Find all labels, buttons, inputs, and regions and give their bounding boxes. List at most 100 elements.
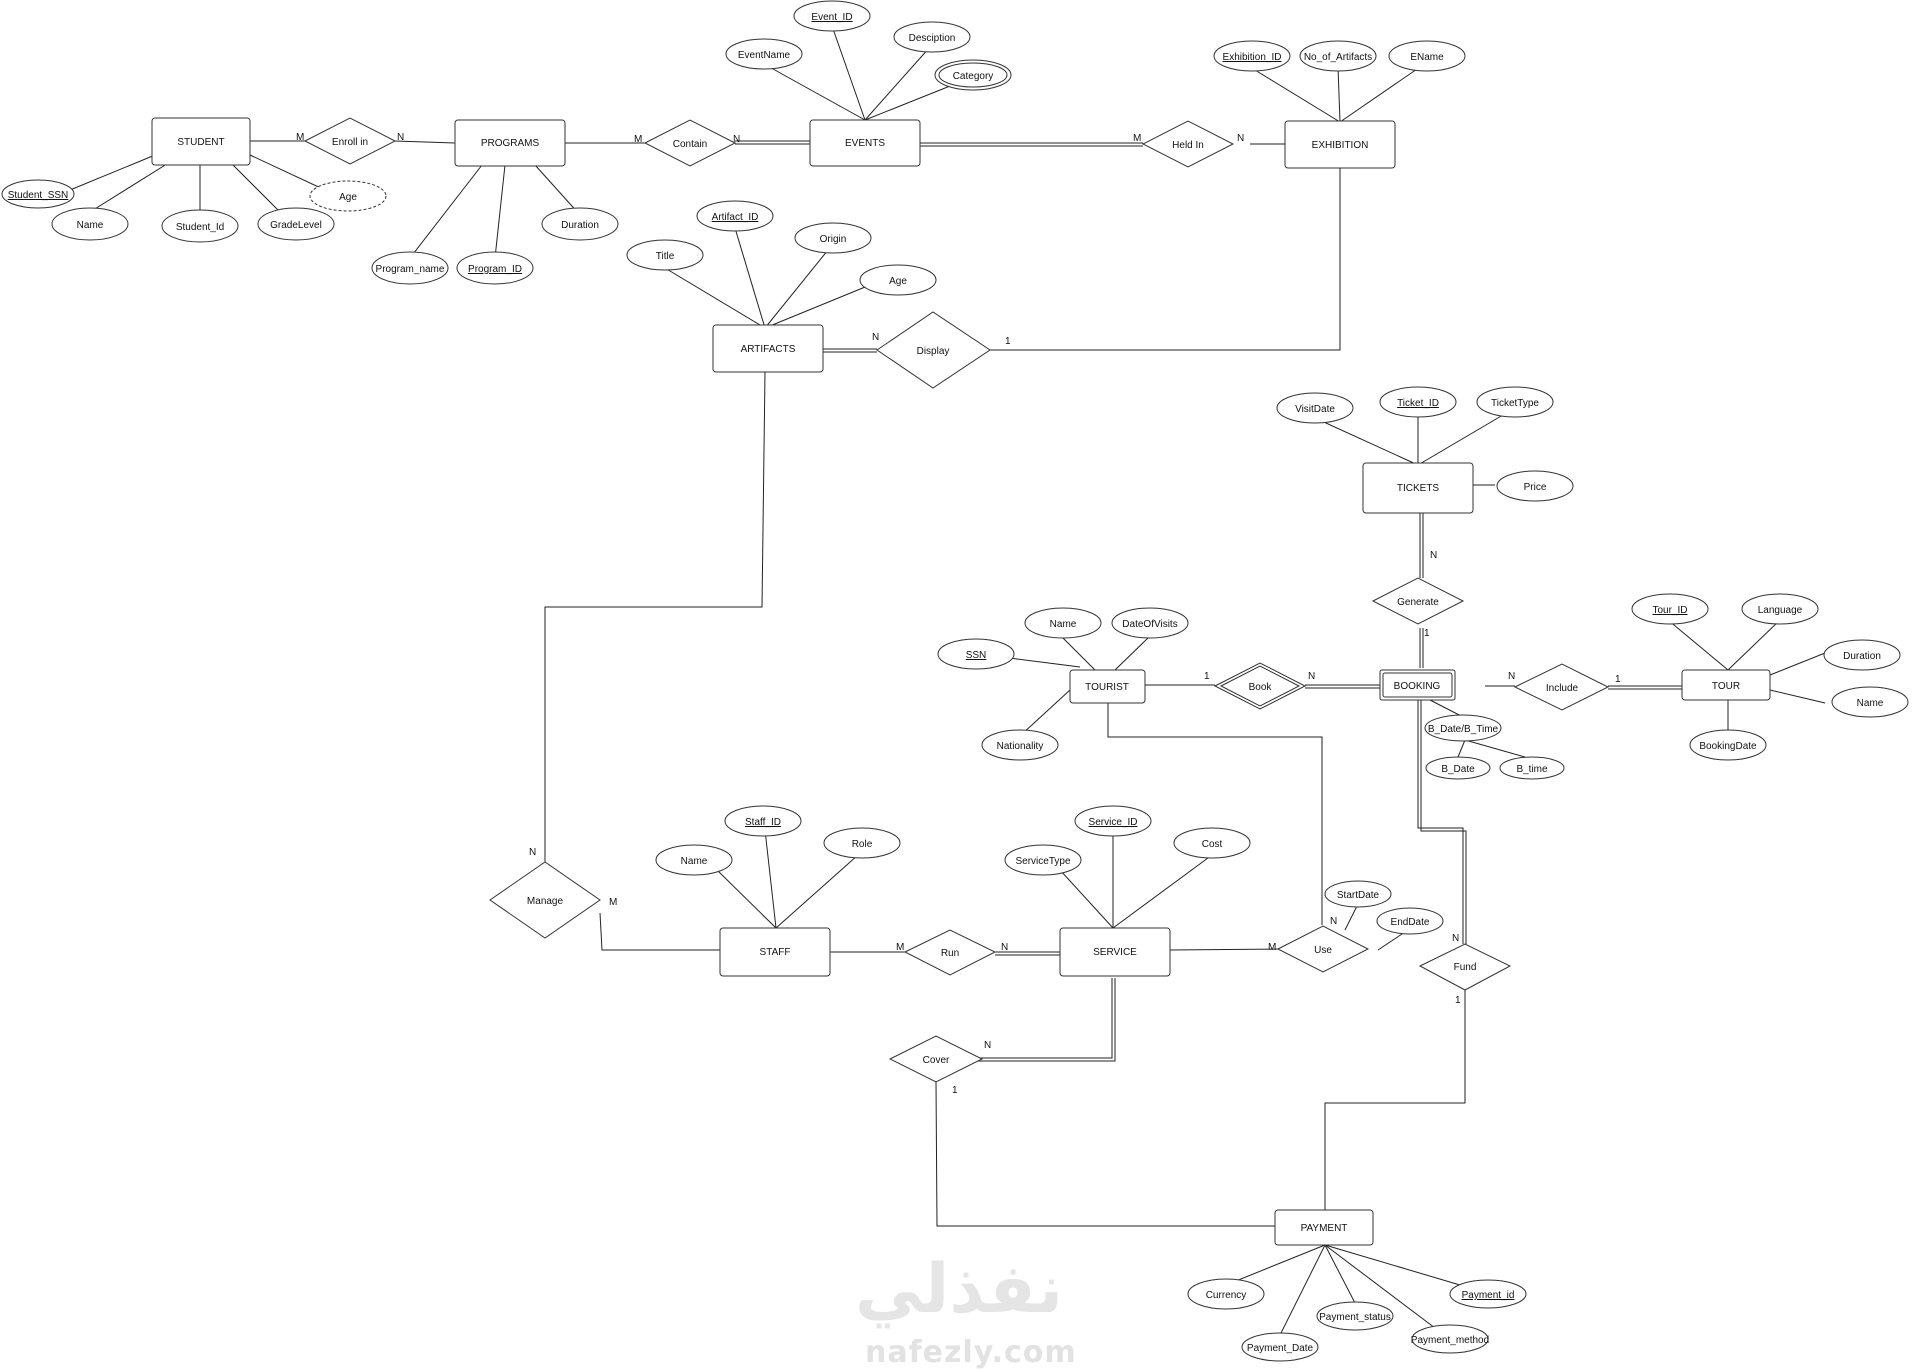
attribute-date-of-visits[interactable]: DateOfVisits <box>1111 607 1189 639</box>
attribute-origin[interactable]: Origin <box>794 222 872 254</box>
cardinality-label: N <box>1508 671 1515 682</box>
cardinality-label: M <box>1268 942 1276 953</box>
attribute-tour-duration[interactable]: Duration <box>1823 639 1901 671</box>
attribute-ename[interactable]: EName <box>1388 40 1466 72</box>
attribute-end-date[interactable]: EndDate <box>1376 907 1444 935</box>
attribute-artifact-age[interactable]: Age <box>859 264 937 296</box>
attribute-artifact-id[interactable]: Artifact_ID <box>696 200 774 232</box>
attribute-label: Payment_id <box>1462 1290 1515 1301</box>
attribute-event-name[interactable]: EventName <box>725 38 803 70</box>
attribute-nationality[interactable]: Nationality <box>981 729 1059 761</box>
relationship-label: Cover <box>923 1055 950 1066</box>
attribute-booking-date[interactable]: BookingDate <box>1689 729 1767 761</box>
attribute-currency[interactable]: Currency <box>1187 1278 1265 1310</box>
entity-events[interactable]: EVENTS <box>809 119 921 167</box>
attribute-label: Payment_Date <box>1247 1343 1314 1354</box>
attribute-label: Exhibition_ID <box>1223 52 1282 63</box>
attribute-payment-status[interactable]: Payment_status <box>1316 1301 1394 1331</box>
entity-programs[interactable]: PROGRAMS <box>454 119 566 167</box>
attribute-grade-level[interactable]: GradeLevel <box>257 207 335 241</box>
attribute-language[interactable]: Language <box>1741 593 1819 625</box>
attribute-b-time[interactable]: B_time <box>1499 756 1565 780</box>
attribute-tour-name[interactable]: Name <box>1831 686 1909 718</box>
attribute-student-ssn[interactable]: Student_SSN <box>1 179 75 209</box>
attribute-visit-date[interactable]: VisitDate <box>1276 392 1354 424</box>
cardinality-label: N <box>1330 916 1337 927</box>
attribute-service-type[interactable]: ServiceType <box>1004 844 1082 876</box>
relationship-cover[interactable]: Cover <box>888 1035 984 1083</box>
relationship-book[interactable]: Book <box>1213 662 1307 710</box>
relationship-display[interactable]: Display <box>876 311 991 389</box>
attribute-payment-method[interactable]: Payment_method <box>1411 1324 1489 1354</box>
entity-tickets[interactable]: TICKETS <box>1362 462 1474 514</box>
entity-payment[interactable]: PAYMENT <box>1274 1209 1374 1246</box>
attribute-event-id[interactable]: Event_ID <box>793 0 871 32</box>
attribute-price[interactable]: Price <box>1496 470 1574 502</box>
attribute-label: Nationality <box>997 741 1044 752</box>
relationship-label: Generate <box>1397 597 1439 608</box>
entity-label: EXHIBITION <box>1312 140 1369 151</box>
relationship-run[interactable]: Run <box>903 929 997 976</box>
relationship-label: Run <box>941 948 959 959</box>
attribute-label: Duration <box>1843 651 1881 662</box>
attribute-label: StartDate <box>1337 890 1380 901</box>
relationship-fund[interactable]: Fund <box>1418 943 1512 991</box>
attribute-label: Service_ID <box>1089 817 1138 828</box>
attribute-start-date[interactable]: StartDate <box>1324 880 1392 908</box>
attribute-program-name[interactable]: Program_name <box>371 251 449 285</box>
attribute-payment-id[interactable]: Payment_id <box>1449 1279 1527 1309</box>
attribute-ticket-id[interactable]: Ticket_ID <box>1379 386 1457 418</box>
entity-artifacts[interactable]: ARTIFACTS <box>712 324 824 373</box>
cardinality-label: N <box>1452 933 1459 944</box>
attribute-cost[interactable]: Cost <box>1173 827 1251 859</box>
attribute-student-id[interactable]: Student_Id <box>161 209 239 243</box>
attribute-label: Name <box>1050 619 1077 630</box>
attribute-b-date-time-composite[interactable]: B_Date/B_Time <box>1424 714 1502 742</box>
attribute-tour-id[interactable]: Tour_ID <box>1631 593 1709 625</box>
relationship-include[interactable]: Include <box>1513 663 1610 711</box>
attribute-label: Age <box>339 192 357 203</box>
attribute-program-duration[interactable]: Duration <box>541 207 619 241</box>
attribute-label: Title <box>656 251 675 262</box>
attribute-no-of-artifacts[interactable]: No_of_Artifacts <box>1299 40 1377 72</box>
attribute-student-name[interactable]: Name <box>51 207 129 241</box>
relationship-enroll-in[interactable]: Enroll in <box>303 117 397 165</box>
attribute-program-id[interactable]: Program_ID <box>456 251 534 285</box>
relationship-contain[interactable]: Contain <box>643 119 737 167</box>
attribute-ssn[interactable]: SSN <box>937 638 1015 670</box>
cardinality-label: 1 <box>1204 671 1210 682</box>
attribute-b-date[interactable]: B_Date <box>1425 756 1491 780</box>
attribute-staff-name[interactable]: Name <box>655 844 733 876</box>
relationship-label: Display <box>917 346 950 357</box>
attribute-ticket-type[interactable]: TicketType <box>1476 386 1554 418</box>
relationship-held-in[interactable]: Held In <box>1141 120 1235 168</box>
entity-student[interactable]: STUDENT <box>151 117 251 166</box>
attribute-label: Program_ID <box>468 264 522 275</box>
relationship-use[interactable]: Use <box>1276 925 1370 973</box>
relationship-generate[interactable]: Generate <box>1371 577 1465 625</box>
relationship-manage[interactable]: Manage <box>489 861 601 939</box>
attribute-tourist-name[interactable]: Name <box>1024 607 1102 639</box>
attribute-label: Cost <box>1202 839 1223 850</box>
entity-booking[interactable]: BOOKING <box>1379 669 1456 701</box>
cardinality-label: N <box>529 847 536 858</box>
entity-staff[interactable]: STAFF <box>719 927 831 977</box>
entity-exhibition[interactable]: EXHIBITION <box>1284 120 1396 169</box>
attribute-title[interactable]: Title <box>626 239 704 271</box>
attribute-description[interactable]: Desciption <box>893 21 971 53</box>
attribute-role[interactable]: Role <box>823 827 901 859</box>
attribute-staff-id[interactable]: Staff_ID <box>724 805 802 837</box>
attribute-label: B_time <box>1516 764 1548 775</box>
attribute-payment-date[interactable]: Payment_Date <box>1241 1332 1319 1362</box>
attribute-label: B_Date <box>1441 764 1475 775</box>
attribute-service-id[interactable]: Service_ID <box>1074 805 1152 837</box>
entity-tour[interactable]: TOUR <box>1681 669 1771 701</box>
entity-tourist[interactable]: TOURIST <box>1069 669 1146 704</box>
attribute-student-age-derived[interactable]: Age <box>309 180 387 212</box>
attribute-label: Origin <box>820 234 847 245</box>
attribute-category-multivalued[interactable]: Category <box>934 59 1012 91</box>
attribute-exhibition-id[interactable]: Exhibition_ID <box>1213 40 1291 72</box>
attribute-label: Payment_status <box>1319 1312 1391 1323</box>
cardinality-label: 1 <box>1615 674 1621 685</box>
entity-service[interactable]: SERVICE <box>1059 927 1171 977</box>
